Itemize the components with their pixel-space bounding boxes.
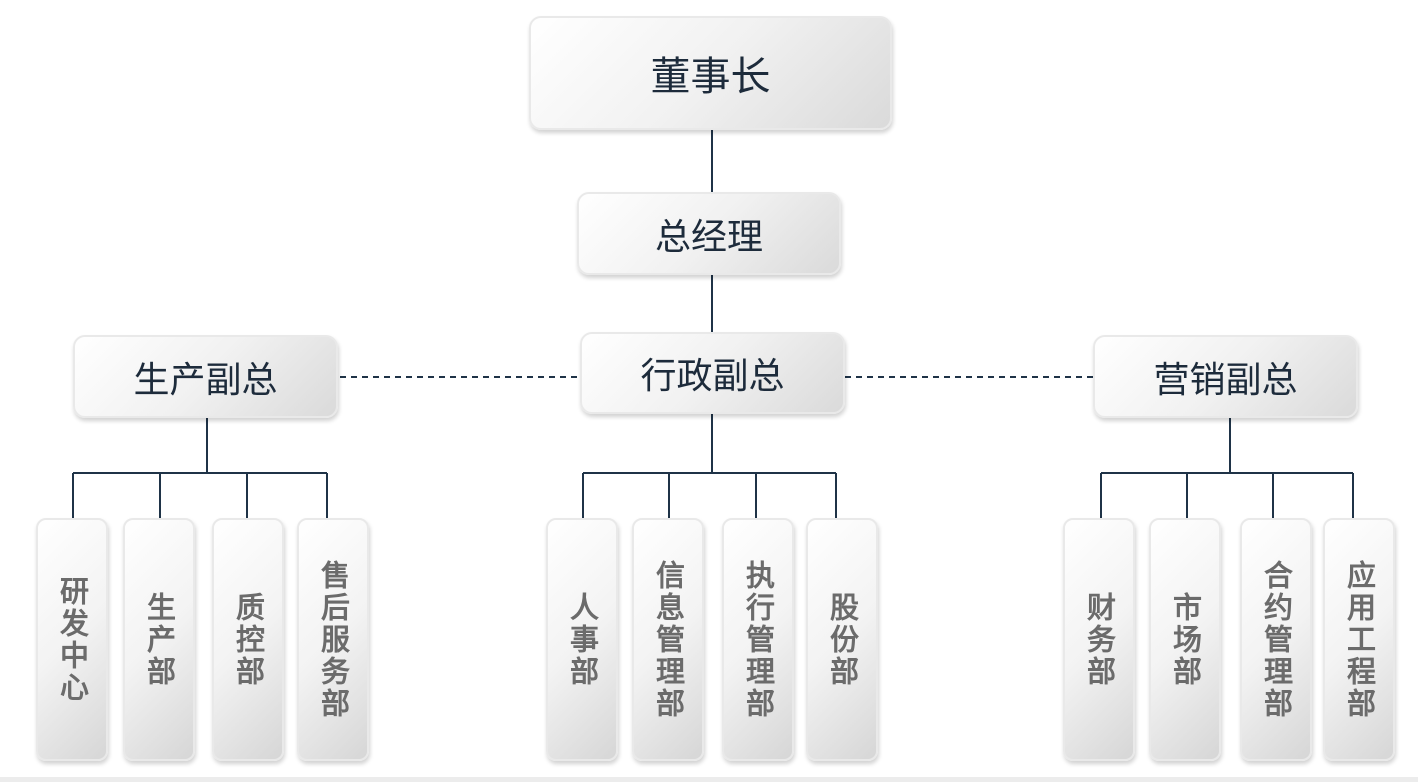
- dept-label: 生产部: [142, 591, 177, 688]
- dept-box: 售后服务部: [297, 518, 369, 761]
- dept-label: 执行管理部: [741, 559, 776, 720]
- dept-label: 售后服务部: [316, 559, 351, 720]
- dept-box: 执行管理部: [722, 518, 794, 761]
- dept-label: 信息管理部: [651, 559, 686, 720]
- dept-label: 应用工程部: [1342, 559, 1377, 720]
- vp-marketing-label: 营销副总: [1153, 359, 1298, 401]
- general-manager-label: 总经理: [654, 216, 763, 258]
- vp-production-label: 生产副总: [133, 359, 278, 401]
- dept-label: 合约管理部: [1259, 559, 1294, 720]
- vp-administration-label: 行政副总: [640, 356, 785, 397]
- chairman-box: 董事长: [529, 16, 892, 130]
- dept-label: 人事部: [565, 591, 600, 688]
- vp-production-box: 生产副总: [73, 335, 338, 418]
- dept-box: 合约管理部: [1240, 518, 1312, 761]
- dept-label: 财务部: [1082, 591, 1117, 688]
- chairman-label: 董事长: [650, 54, 771, 100]
- vp-administration-box: 行政副总: [580, 332, 845, 414]
- dept-box: 人事部: [546, 518, 618, 761]
- dept-box: 质控部: [212, 518, 284, 761]
- dept-box: 信息管理部: [632, 518, 704, 761]
- dept-label: 质控部: [231, 591, 266, 688]
- dept-box: 财务部: [1063, 518, 1135, 761]
- bottom-divider: [0, 777, 1418, 782]
- dept-label: 股份部: [825, 591, 860, 688]
- dept-box: 研发中心: [36, 518, 108, 761]
- dept-box: 股份部: [806, 518, 878, 761]
- general-manager-box: 总经理: [577, 192, 841, 275]
- dept-box: 市场部: [1149, 518, 1221, 761]
- dept-box: 生产部: [123, 518, 195, 761]
- dept-label: 市场部: [1168, 591, 1203, 688]
- vp-marketing-box: 营销副总: [1093, 335, 1358, 418]
- dept-box: 应用工程部: [1323, 518, 1395, 761]
- dept-label: 研发中心: [55, 575, 90, 704]
